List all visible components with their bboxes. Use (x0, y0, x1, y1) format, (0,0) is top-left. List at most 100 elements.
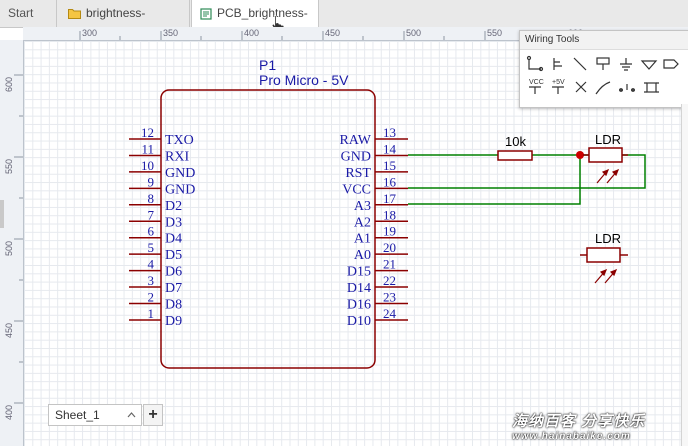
resistor-10k[interactable] (497, 150, 533, 161)
left-pin-number: 3 (148, 273, 155, 288)
right-pin-number: 16 (383, 174, 397, 189)
right-pin-name: A2 (354, 215, 371, 230)
right-pin-number: 14 (383, 141, 397, 156)
ruler-left-ticks: 600 550 500 450 400 (4, 74, 23, 420)
left-pin-number: 11 (141, 141, 154, 156)
netlabel-icon[interactable] (596, 57, 610, 70)
left-pin-name: D8 (165, 298, 182, 313)
right-pin-name: D14 (347, 281, 371, 296)
right-pin-number: 22 (383, 273, 396, 288)
left-pin-name: RXI (165, 149, 189, 164)
plus5v-icon[interactable]: +5V (552, 79, 565, 94)
schematic-canvas[interactable] (24, 41, 688, 446)
left-pin-number: 5 (148, 240, 155, 255)
ldr-2-label: LDR (595, 231, 621, 246)
left-pin-name: D4 (165, 232, 182, 247)
pin-icon[interactable] (644, 82, 659, 93)
ruler-left: 600 550 500 450 400 (0, 40, 24, 446)
left-pin-number: 4 (148, 257, 155, 272)
left-pin-name: D3 (165, 215, 182, 230)
wiring-tools-icons: VCC +5V (526, 55, 679, 95)
sheet-tab[interactable]: Sheet_1 (48, 404, 142, 426)
right-pin-number: 18 (383, 207, 396, 222)
right-pin-number: 24 (383, 306, 397, 321)
left-pin-name: D7 (165, 281, 182, 296)
wire-icon[interactable] (526, 55, 544, 72)
wiring-tools-title: Wiring Tools (520, 31, 688, 50)
right-pin-name: GND (341, 149, 371, 164)
left-pin-name: D5 (165, 248, 182, 263)
ruler-top-label: 350 (163, 28, 178, 38)
right-pin-number: 21 (383, 257, 396, 272)
watermark: 海纳百客 分享快乐 www.hainabaike.com (512, 410, 682, 444)
watermark-title: 海纳百客 分享快乐 (512, 413, 646, 430)
tab-divider (56, 0, 73, 27)
left-pin-number: 10 (141, 158, 154, 173)
no-connect-icon[interactable] (575, 81, 587, 93)
ruler-top-label: 550 (487, 28, 502, 38)
junction-dot (576, 151, 584, 159)
tab-pcb-label: PCB_brightness- (217, 6, 308, 20)
right-pin-number: 19 (383, 224, 396, 239)
left-pin-number: 12 (141, 125, 154, 140)
ruler-left-label: 400 (4, 405, 14, 420)
right-pin-name: RST (345, 166, 371, 181)
vcc-icon[interactable]: VCC (529, 79, 544, 94)
ruler-top-label: 400 (244, 28, 259, 38)
ground-icon[interactable] (620, 58, 632, 71)
chevron-up-icon[interactable] (127, 411, 136, 418)
left-pin-name: D2 (165, 199, 182, 214)
right-pin-name: D10 (347, 314, 371, 329)
ldr-1[interactable] (583, 147, 628, 184)
left-pin-number: 8 (148, 191, 155, 206)
left-pin-name: D6 (165, 265, 182, 280)
right-pin-name: VCC (342, 182, 371, 197)
tab-start-label: Start (8, 6, 34, 20)
pcb-icon (200, 8, 212, 20)
probe-icon[interactable] (595, 81, 611, 95)
right-pin-name: RAW (339, 133, 371, 148)
right-pin-number: 17 (383, 191, 397, 206)
left-pin-number: 7 (148, 207, 155, 222)
right-pin-number: 20 (383, 240, 396, 255)
line-icon[interactable] (573, 57, 587, 71)
right-pin-number: 15 (383, 158, 396, 173)
left-collapse-handle[interactable] (0, 200, 4, 228)
ruler-left-label: 600 (4, 77, 14, 92)
left-pin-number: 6 (148, 224, 155, 239)
left-pin-name: D9 (165, 314, 182, 329)
right-pin-number: 13 (383, 125, 396, 140)
right-pin-name: A3 (354, 199, 371, 214)
net-port-icon[interactable] (640, 60, 658, 70)
watermark-url: www.hainabaike.com (512, 431, 631, 442)
ruler-top-label: 450 (325, 28, 340, 38)
flag-icon[interactable] (663, 59, 679, 69)
ruler-top-label: 500 (406, 28, 421, 38)
tab-start[interactable]: Start (0, 0, 56, 27)
wire-a3[interactable] (408, 155, 581, 205)
ldr-2[interactable] (580, 247, 628, 284)
ruler-left-label: 450 (4, 323, 14, 338)
left-pin-name: GND (165, 166, 195, 181)
ruler-top-label: 300 (82, 28, 97, 38)
sheet-name: Sheet_1 (55, 408, 100, 422)
folder-icon (68, 9, 81, 20)
right-pin-name: A0 (354, 248, 371, 263)
add-sheet-button[interactable]: + (143, 404, 163, 426)
left-pin-number: 1 (148, 306, 155, 321)
bus-icon[interactable] (553, 58, 562, 70)
resistor-label: 10k (505, 134, 526, 149)
right-pin-name: D15 (347, 265, 371, 280)
right-pin-name: D16 (347, 298, 371, 313)
left-pin-number: 9 (148, 174, 155, 189)
right-panel-edge[interactable] (681, 104, 688, 446)
wire-vcc[interactable] (408, 154, 646, 189)
right-pin-number: 23 (383, 290, 396, 305)
ruler-left-label: 500 (4, 241, 14, 256)
bus-entry-icon[interactable] (619, 84, 635, 92)
left-pin-name: GND (165, 182, 195, 197)
plus5v-label: +5V (552, 79, 565, 86)
left-pin-name: TXO (165, 133, 194, 148)
component-body[interactable] (160, 89, 376, 369)
